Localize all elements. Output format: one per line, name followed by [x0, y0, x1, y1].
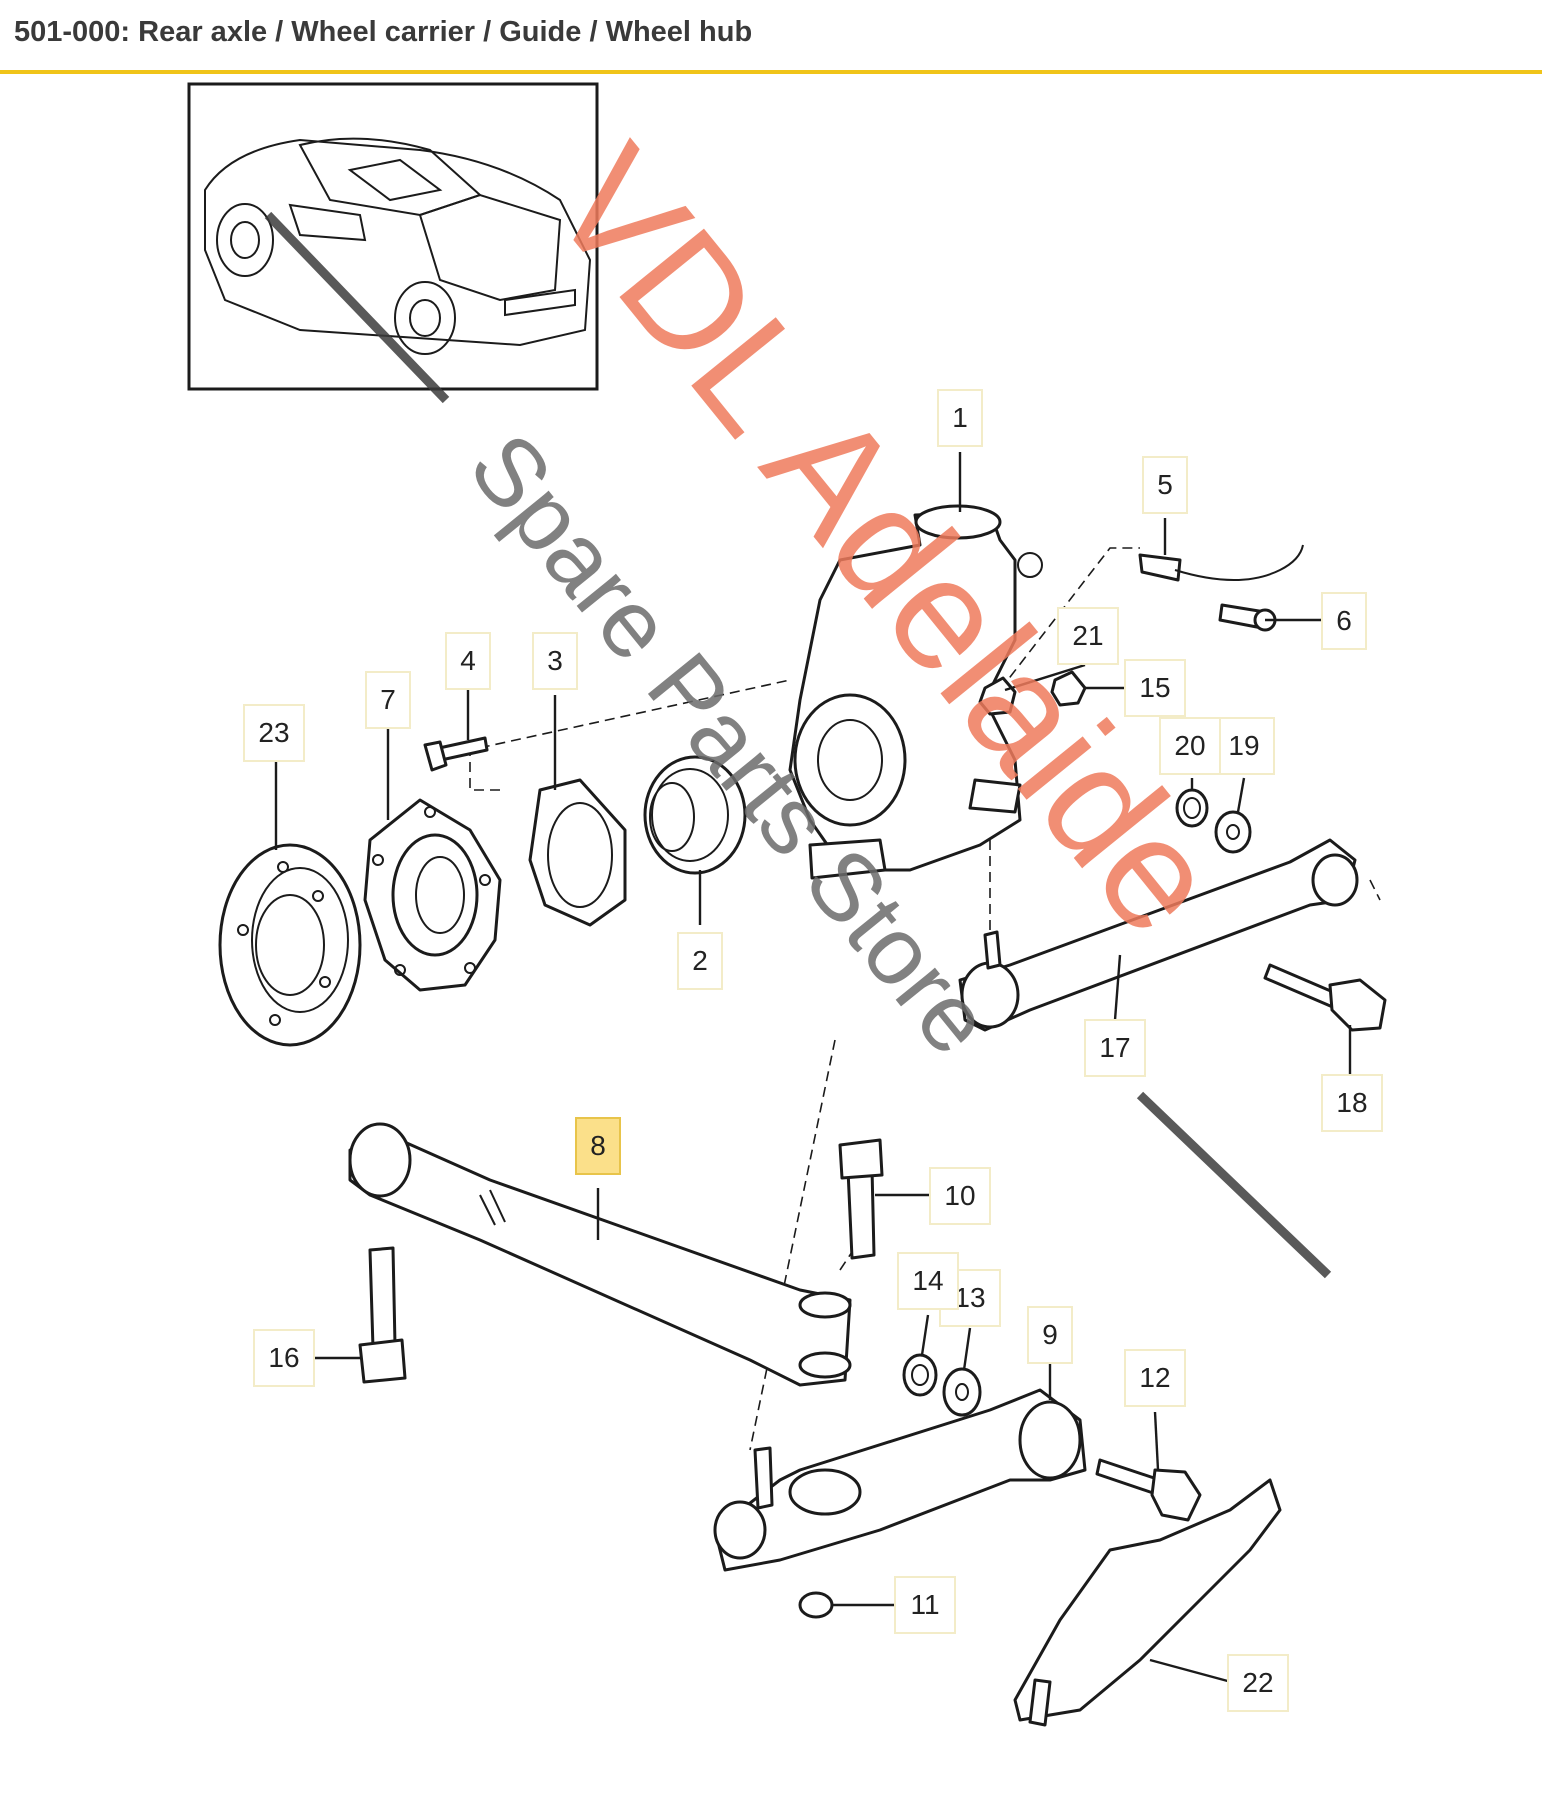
part-13-washer[interactable] [942, 1367, 982, 1417]
callout-11[interactable]: 11 [894, 1576, 956, 1634]
svg-text:13: 13 [954, 1282, 985, 1313]
part-20-bushing[interactable] [1175, 788, 1209, 828]
part-19-washer[interactable] [1214, 810, 1252, 854]
callout-16[interactable]: 16 [253, 1329, 315, 1387]
callout-7[interactable]: 7 [365, 671, 411, 729]
part-14-bushing[interactable] [902, 1353, 938, 1397]
svg-text:9: 9 [1042, 1319, 1058, 1350]
svg-text:2: 2 [692, 945, 708, 976]
part-17-toe-link[interactable] [958, 838, 1359, 1032]
svg-text:21: 21 [1072, 620, 1103, 651]
part-10-bolt[interactable] [838, 1138, 884, 1260]
svg-text:17: 17 [1099, 1032, 1130, 1063]
part-9-control-arm[interactable] [713, 1388, 1087, 1572]
svg-text:8: 8 [590, 1130, 606, 1161]
svg-text:11: 11 [910, 1589, 939, 1620]
callout-3[interactable]: 3 [532, 632, 578, 690]
svg-text:16: 16 [268, 1342, 299, 1373]
svg-text:14: 14 [912, 1265, 943, 1296]
callout-22[interactable]: 22 [1227, 1654, 1289, 1712]
svg-text:20: 20 [1174, 730, 1205, 761]
svg-text:23: 23 [258, 717, 289, 748]
part-8-trailing-arm[interactable] [348, 1122, 852, 1387]
svg-text:1: 1 [952, 402, 968, 433]
callout-4[interactable]: 4 [445, 632, 491, 690]
svg-text:6: 6 [1336, 605, 1352, 636]
svg-text:7: 7 [380, 684, 396, 715]
svg-text:18: 18 [1336, 1087, 1367, 1118]
part-18-bolt[interactable] [1263, 963, 1387, 1032]
callouts: 1 2 3 4 5 6 7 8 9 10 11 12 13 14 15 16 1… [243, 389, 1383, 1712]
callout-10[interactable]: 10 [929, 1167, 991, 1225]
svg-text:15: 15 [1139, 672, 1170, 703]
svg-text:22: 22 [1242, 1667, 1273, 1698]
part-2-wheel-bearing[interactable] [643, 755, 747, 875]
callout-15[interactable]: 15 [1124, 659, 1186, 717]
part-21-nut[interactable] [978, 676, 1017, 716]
page-title: 501-000: Rear axle / Wheel carrier / Gui… [14, 16, 753, 48]
callout-5[interactable]: 5 [1142, 456, 1188, 514]
part-3-cover-plate[interactable] [528, 778, 627, 927]
exploded-parts-diagram: 1 2 3 4 5 6 7 8 9 10 11 12 13 14 15 16 1… [187, 82, 1387, 1727]
callout-6[interactable]: 6 [1321, 592, 1367, 650]
part-1-wheel-carrier[interactable] [788, 504, 1043, 880]
callout-12[interactable]: 12 [1124, 1349, 1186, 1407]
callout-20[interactable]: 20 [1159, 717, 1221, 775]
callout-23[interactable]: 23 [243, 704, 305, 762]
part-16-bolt[interactable] [358, 1246, 407, 1384]
part-7-wheel-hub[interactable] [363, 798, 502, 992]
part-23-brake-disc[interactable] [218, 843, 362, 1047]
car-rear-view-icon [204, 137, 592, 355]
svg-text:4: 4 [460, 645, 476, 676]
part-4-bolt[interactable] [423, 736, 489, 772]
svg-text:19: 19 [1228, 730, 1259, 761]
callout-9[interactable]: 9 [1027, 1306, 1073, 1364]
callout-8[interactable]: 8 [575, 1117, 621, 1175]
callout-1[interactable]: 1 [937, 389, 983, 447]
page-header: 501-000: Rear axle / Wheel carrier / Gui… [0, 0, 1542, 74]
svg-text:3: 3 [547, 645, 563, 676]
svg-text:10: 10 [944, 1180, 975, 1211]
part-5-sensor[interactable] [1138, 544, 1304, 582]
leader-lines [274, 452, 1352, 1685]
callout-21[interactable]: 21 [1057, 607, 1119, 665]
svg-text:5: 5 [1157, 469, 1173, 500]
part-6-screw[interactable] [1218, 603, 1277, 632]
part-15-nut[interactable] [1050, 670, 1087, 707]
part-12-bolt[interactable] [1095, 1458, 1202, 1522]
callout-2[interactable]: 2 [677, 932, 723, 990]
part-22-bracket[interactable] [1013, 1478, 1282, 1727]
car-thumbnail [187, 82, 599, 391]
callout-18[interactable]: 18 [1321, 1074, 1383, 1132]
part-11-nut[interactable] [798, 1591, 834, 1619]
callout-19[interactable]: 19 [1213, 717, 1275, 775]
callout-17[interactable]: 17 [1084, 1019, 1146, 1077]
callout-14[interactable]: 14 [897, 1252, 959, 1310]
svg-text:12: 12 [1139, 1362, 1170, 1393]
